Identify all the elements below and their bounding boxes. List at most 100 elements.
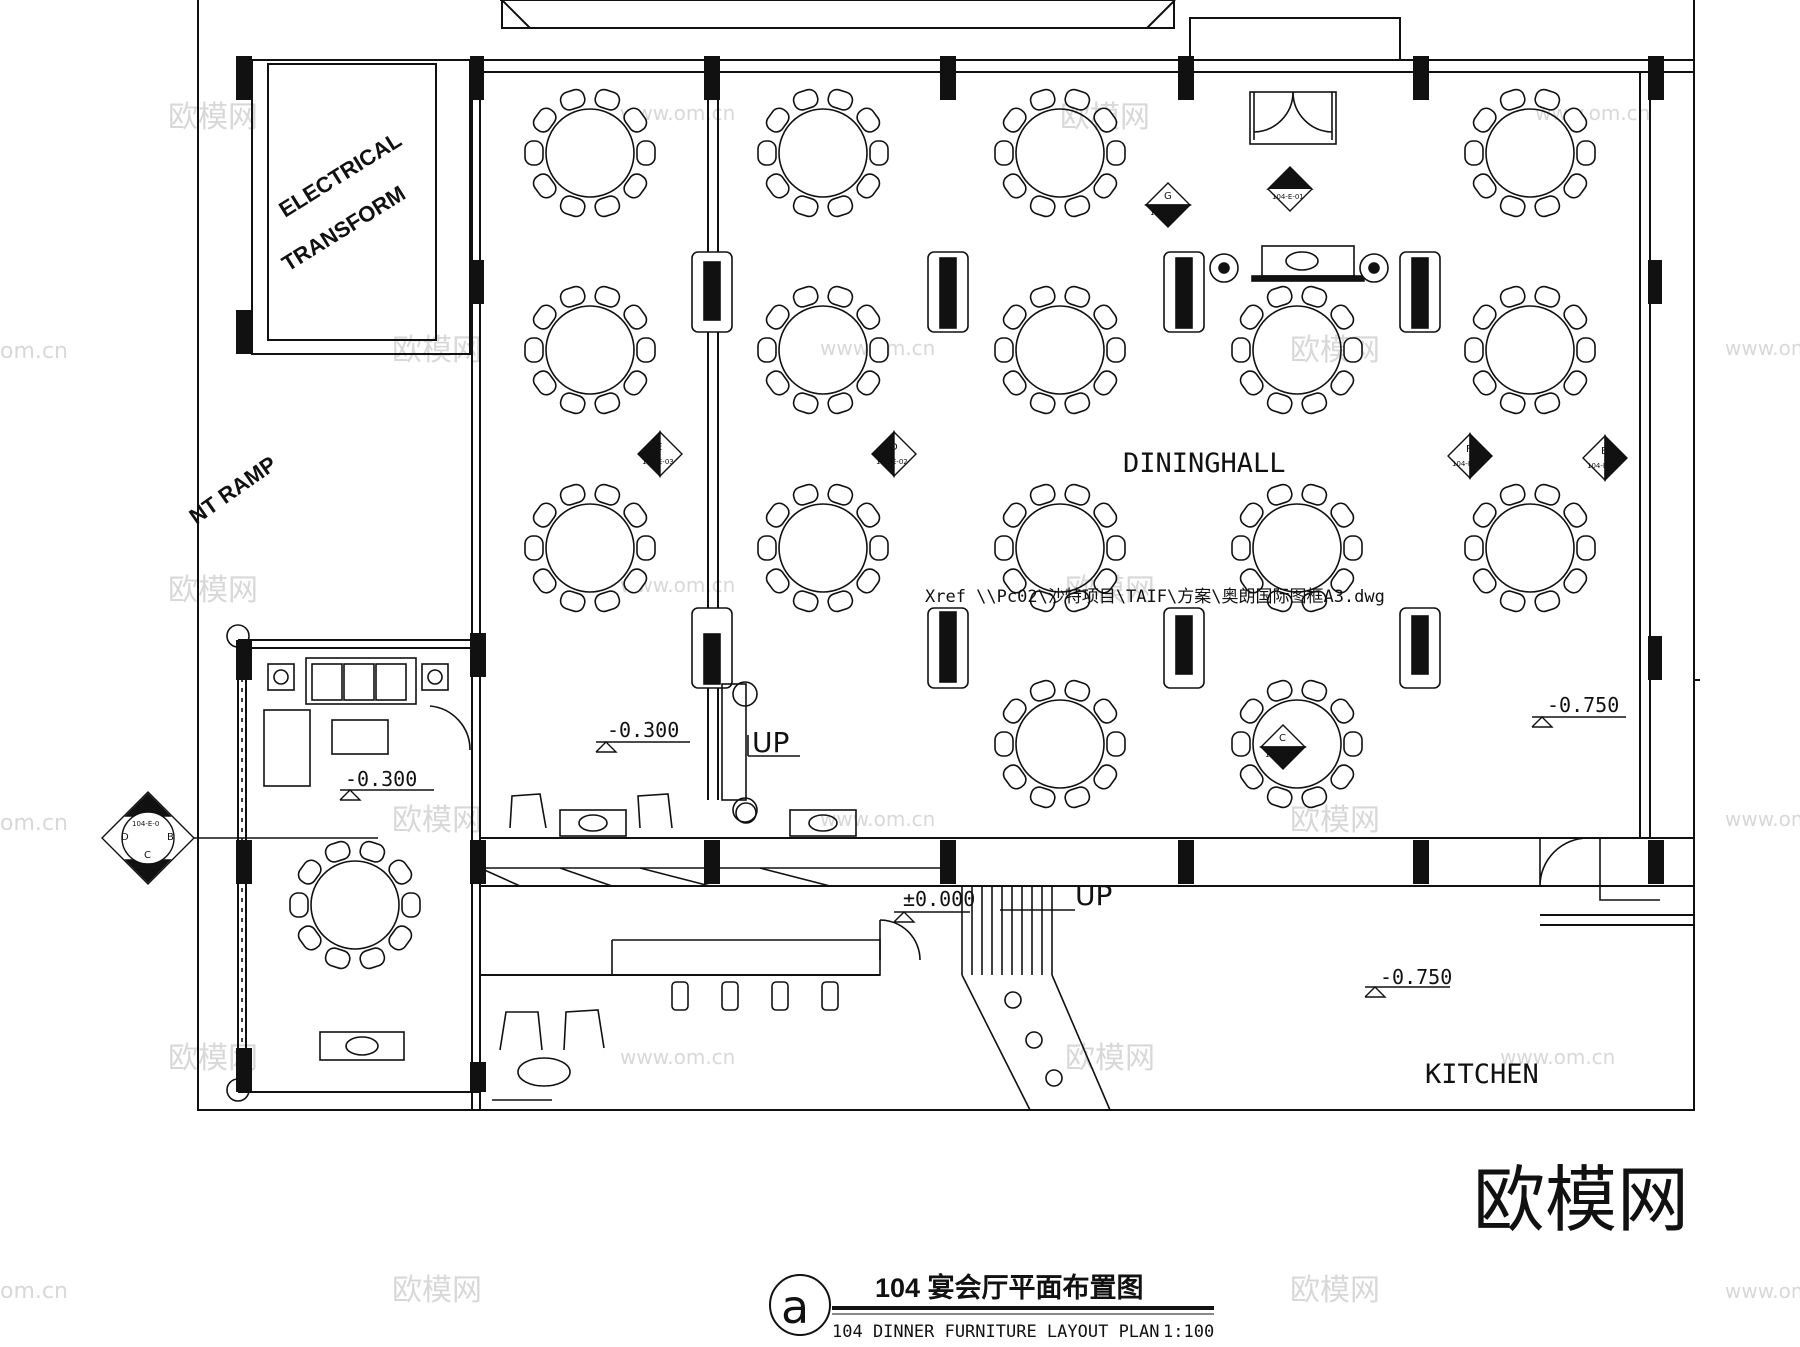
- svg-text:±0.000: ±0.000: [903, 887, 975, 911]
- title-letter: a: [781, 1280, 809, 1334]
- chair: [1563, 304, 1588, 330]
- chair: [1563, 173, 1588, 199]
- svg-text:104-E-03: 104-E-03: [1265, 751, 1297, 759]
- svg-text:-0.750: -0.750: [1547, 693, 1619, 717]
- chair: [792, 195, 819, 218]
- round-table: [757, 88, 889, 218]
- chair: [792, 392, 819, 415]
- chair: [1534, 88, 1561, 111]
- chair: [757, 535, 777, 561]
- chair: [1534, 590, 1561, 613]
- chair: [559, 483, 586, 506]
- chair: [827, 483, 854, 506]
- svg-text:-0.300: -0.300: [345, 767, 417, 791]
- chair: [623, 502, 648, 528]
- chair: [623, 173, 648, 199]
- round-table: [1231, 483, 1363, 613]
- chair: [524, 535, 544, 561]
- chair: [324, 947, 351, 970]
- chair: [1093, 173, 1118, 199]
- svg-text:104-E-02: 104-E-02: [876, 458, 908, 466]
- section-marker-a: A 104-E-01: [1266, 166, 1314, 212]
- round-table: [994, 483, 1126, 613]
- chair: [1343, 337, 1363, 363]
- chair: [1499, 392, 1526, 415]
- chair: [1266, 590, 1293, 613]
- chair: [994, 731, 1014, 757]
- section-marker-e: E 104-E-03: [637, 430, 683, 478]
- round-table: [289, 840, 421, 970]
- chair: [388, 925, 413, 951]
- chair: [856, 304, 881, 330]
- watermark-text: 欧模网: [1065, 1041, 1155, 1076]
- chair: [827, 88, 854, 111]
- chair: [1343, 535, 1363, 561]
- watermark-text: om.cn: [0, 339, 68, 364]
- chair: [1093, 568, 1118, 594]
- chair: [994, 535, 1014, 561]
- watermark-text: 欧模网: [392, 803, 482, 838]
- chair: [1563, 107, 1588, 133]
- chair: [1576, 140, 1596, 166]
- chair: [827, 195, 854, 218]
- chair: [1002, 304, 1027, 330]
- chair: [1301, 483, 1328, 506]
- chair: [1239, 568, 1264, 594]
- svg-text:A: A: [144, 800, 151, 811]
- svg-text:C: C: [144, 850, 151, 861]
- chair: [1002, 568, 1027, 594]
- chair: [1093, 764, 1118, 790]
- watermark-text: 欧模网: [392, 1273, 482, 1308]
- chair: [532, 304, 557, 330]
- chair: [827, 285, 854, 308]
- round-table: [524, 88, 656, 218]
- round-table: [1231, 285, 1363, 415]
- chair: [765, 107, 790, 133]
- chair: [1534, 285, 1561, 308]
- chair: [1563, 370, 1588, 396]
- chair: [757, 337, 777, 363]
- chair: [1472, 568, 1497, 594]
- chair: [856, 370, 881, 396]
- chair: [792, 483, 819, 506]
- watermark-text: www.om.cn: [620, 1045, 735, 1069]
- chair: [636, 140, 656, 166]
- chair: [1499, 195, 1526, 218]
- chair: [792, 88, 819, 111]
- section-marker-g: G 104-E-04: [1144, 182, 1192, 228]
- chair: [1464, 140, 1484, 166]
- chair: [1002, 370, 1027, 396]
- round-table: [1464, 483, 1596, 613]
- chair: [1002, 173, 1027, 199]
- chair: [765, 304, 790, 330]
- chair: [297, 859, 322, 885]
- chair: [1029, 786, 1056, 809]
- key-marker: A D B C 104-E-0: [101, 791, 378, 885]
- chair: [559, 590, 586, 613]
- chair: [559, 195, 586, 218]
- chair: [359, 840, 386, 863]
- chair: [559, 285, 586, 308]
- chair: [623, 107, 648, 133]
- chair: [1499, 285, 1526, 308]
- chair: [1472, 173, 1497, 199]
- title-cn: 104 宴会厅平面布置图: [875, 1272, 1144, 1303]
- watermark-text: www.om.cn: [1725, 336, 1800, 360]
- chair: [1064, 285, 1091, 308]
- chair: [765, 502, 790, 528]
- room-label-kitchen: KITCHEN: [1425, 1059, 1539, 1090]
- chair: [1301, 285, 1328, 308]
- chair: [636, 337, 656, 363]
- chair: [1106, 731, 1126, 757]
- chair: [524, 140, 544, 166]
- chair: [1499, 590, 1526, 613]
- level-mark-hall-east: -0.750: [1531, 693, 1626, 728]
- section-markers: A 104-E-01 G 104-E-04 E 104-E-03 D 104-E…: [101, 166, 1628, 885]
- section-marker-c: C 104-E-03: [1259, 724, 1307, 770]
- chair: [869, 140, 889, 166]
- svg-text:104-E-04: 104-E-04: [1150, 209, 1182, 217]
- chair: [994, 140, 1014, 166]
- watermark-text: www.om.cn: [1725, 1279, 1800, 1303]
- chair: [1231, 337, 1251, 363]
